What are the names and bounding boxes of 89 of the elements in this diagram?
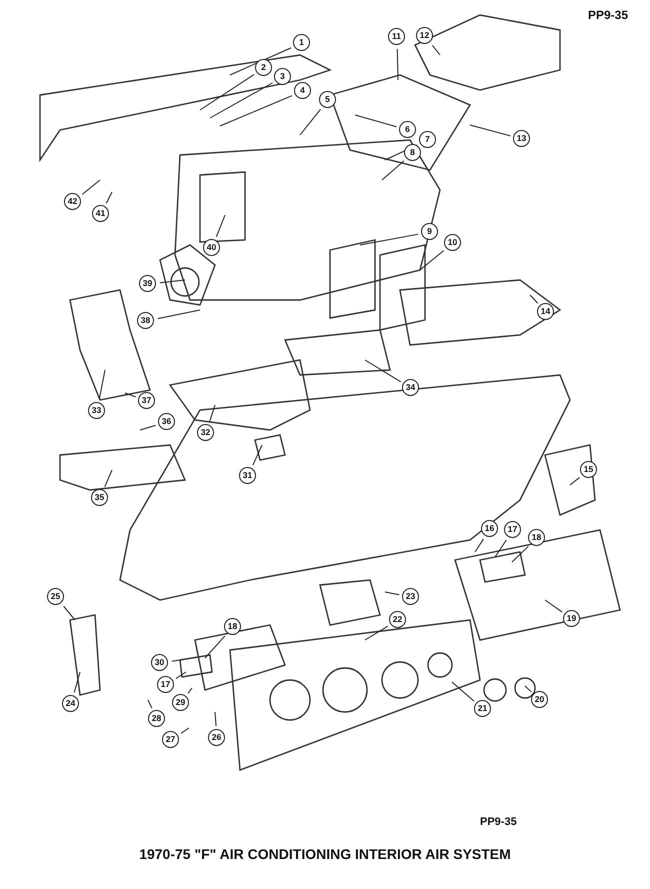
leader-line [544,600,563,613]
callout-number: 41 [92,205,109,222]
leader-line [216,214,226,238]
callout-number: 5 [319,91,336,108]
callout-number: 14 [537,303,554,320]
callout-number: 29 [172,694,189,711]
leader-line [220,95,292,126]
leader-line [200,74,254,110]
callout-number: 25 [47,588,64,605]
callout-number: 35 [91,489,108,506]
callout-number: 36 [158,413,175,430]
callout-number: 12 [416,27,433,44]
callout-number: 18 [528,529,545,546]
leader-line [432,44,440,56]
callout-number: 17 [504,521,521,538]
leader-line [157,310,200,320]
callout-number: 15 [580,461,597,478]
leader-line [470,124,511,136]
leader-line [124,392,136,398]
leader-line [148,700,152,709]
leader-line [176,672,186,679]
leader-line [214,712,217,727]
leader-line [252,444,262,466]
leader-line [171,660,180,662]
callout-number: 6 [399,121,416,138]
callout-number: 4 [294,82,311,99]
callout-number: 21 [474,700,491,717]
callout-number: 37 [138,392,155,409]
callout-number: 8 [404,144,421,161]
leader-line [300,108,321,136]
callout-number: 24 [62,695,79,712]
leader-line [63,606,76,620]
leader-line [188,688,192,694]
callout-number: 9 [421,223,438,240]
leader-line [364,360,402,382]
callout-number: 20 [531,691,548,708]
callout-number: 26 [208,729,225,746]
leader-line [74,672,80,693]
leader-line [104,470,112,488]
callout-number: 7 [419,131,436,148]
callout-number: 3 [274,68,291,85]
callout-number: 10 [444,234,461,251]
callout-number: 28 [148,710,165,727]
leader-line [524,686,532,692]
leader-line [396,48,398,80]
callout-number: 38 [137,312,154,329]
callout-number: 40 [203,239,220,256]
callout-number: 13 [513,130,530,147]
callout-number: 1 [293,34,310,51]
leader-line [360,234,419,246]
leader-line [364,626,388,640]
callout-number: 23 [402,588,419,605]
callout-number: 16 [481,520,498,537]
callout-number: 11 [388,28,405,45]
leader-line [140,424,156,430]
callout-number: 18 [224,618,241,635]
leader-line [82,180,100,195]
leader-line [159,280,186,284]
leader-line [106,192,112,204]
leader-line [570,476,580,486]
callout-number: 17 [157,676,174,693]
leader-line [180,728,190,734]
callout-number: 30 [151,654,168,671]
leader-line [512,546,529,562]
leader-line [384,144,418,160]
leader-line [382,160,404,180]
figure-title: 1970-75 "F" AIR CONDITIONING INTERIOR AIR SYSTEM [138,846,512,862]
callout-number: 39 [139,275,156,292]
leader-line [354,114,397,128]
callout-number: 32 [197,424,214,441]
callout-number: 22 [389,611,406,628]
callout-number: 34 [402,379,419,396]
callout-number: 31 [239,467,256,484]
leader-line [209,404,216,422]
figure-code: PP9-35 [588,8,628,22]
callout-number: 2 [255,59,272,76]
callout-number: 42 [64,193,81,210]
leader-line [420,250,444,270]
leader-line [452,682,474,702]
leader-line [230,47,292,76]
leader-line [530,294,538,304]
leader-line [210,82,274,118]
callout-number: 27 [162,731,179,748]
figure-code: PP9-35 [480,816,517,828]
leader-line [384,592,400,596]
leader-line [474,538,484,552]
callout-number: 33 [88,402,105,419]
leader-line [494,539,507,558]
callout-number: 19 [563,610,580,627]
